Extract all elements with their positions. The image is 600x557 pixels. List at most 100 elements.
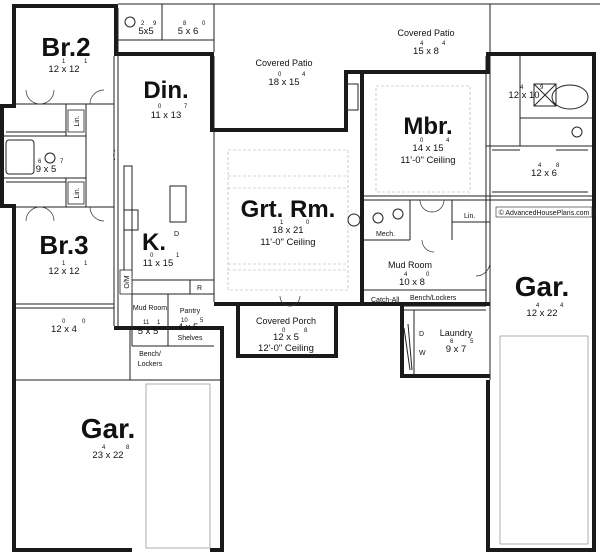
room-mud-room-right: Mud Room 10 x 8 4 0 [388,260,432,288]
toilet-master [571,126,583,138]
room-garage-right: Gar. 12 x 22 4 4 [515,271,569,319]
room-master-bath-dim: 12 x 10 [508,90,539,101]
room-covered-patio-right: Covered Patio 15 x 8 4 4 [397,28,454,57]
room-din-sup-a: 0 [158,104,162,110]
room-br2: Br.2 12 x 12 1 1 [41,32,90,75]
room-covered-patio-right-sup-a: 4 [420,41,424,47]
room-great-room: Grt. Rm. 18 x 21 1 0 11'-0" Ceiling [241,196,336,248]
room-covered-porch: Covered Porch 12 x 5 0 8 12'-0" Ceiling [256,316,316,354]
room-bath-mid-sup-a: 6 [38,159,42,165]
room-mud-room-right-sup-b: 0 [426,272,430,278]
room-br2-sup-b: 1 [84,59,88,65]
room-br2-name: Br.2 [41,32,90,62]
label-lin-1: Lin. [74,115,81,126]
room-mud-room-right-name: Mud Room [388,260,432,270]
room-covered-patio-right-sup-b: 4 [442,41,446,47]
closet-hatch [6,131,588,193]
room-br3-name: Br.3 [39,230,88,260]
room-covered-porch-ceiling: 12'-0" Ceiling [258,343,314,354]
room-mud-room-right-dim: 10 x 8 [399,277,425,288]
room-great-room-name: Grt. Rm. [241,196,336,223]
fireplace [345,83,359,111]
room-closet-top-sup-b: 0 [202,21,206,27]
room-covered-patio-left-name: Covered Patio [255,58,312,68]
room-br3-sup-b: 1 [84,261,88,267]
room-bath-top-sup-b: 9 [153,21,157,27]
label-dryer: D [419,331,424,338]
toilet-top [124,16,136,28]
room-mud-room-left-sup-b: 1 [157,320,161,326]
room-storage-left: 12 x 4 0 0 [51,319,86,335]
tag-labels: Lin. Lin. Lin. Mech. O/M R D D W Bench/ … [67,109,593,368]
room-kitchen: K. 11 x 15 0 1 [142,229,180,269]
room-storage-left-dim: 12 x 4 [51,324,77,335]
room-garage-right-sup-a: 4 [536,303,540,309]
room-covered-patio-right-name: Covered Patio [397,28,454,38]
kitchen-counter [123,165,133,277]
room-br3-dim: 12 x 12 [48,266,79,277]
room-mud-room-right-sup-a: 4 [404,272,408,278]
room-bath-top: 5x5 2 9 [138,21,157,37]
copyright-text: © AdvancedHousePlans.com [499,209,590,217]
room-mud-room-left-name: Mud Room [133,305,167,312]
utility-sink [372,212,384,224]
room-bath-top-dim: 5x5 [138,26,153,37]
room-master-bath-sup-b: 9 [540,85,544,91]
label-mech: Mech. [376,231,395,238]
water-heater [392,208,404,220]
room-great-room-dim: 18 x 21 [272,225,303,236]
room-master-bath: 12 x 10 4 9 [508,85,544,101]
bathtub-left [5,139,35,175]
room-closet-top-sup-a: 8 [183,21,187,27]
label-lin-2: Lin. [74,187,81,198]
room-mbr-dim: 14 x 15 [412,143,443,154]
room-great-room-sup-a: 1 [280,220,284,226]
room-pantry-sup-a: 10 [181,318,188,324]
room-din-sup-b: 7 [184,104,188,110]
room-garage-right-name: Gar. [515,271,569,302]
label-om: O/M [124,275,131,288]
room-covered-porch-sup-b: 8 [304,328,308,334]
room-bath-mid-dim: 9 x 5 [36,164,57,175]
room-bath-mid-sup-b: 7 [60,159,64,165]
room-br2-dim: 12 x 12 [48,64,79,75]
room-br3: Br.3 12 x 12 1 1 [39,230,88,277]
room-mbr-sup-a: 0 [420,138,424,144]
exterior-walls [0,4,596,552]
room-covered-patio-left: Covered Patio 18 x 15 0 4 [255,58,312,88]
room-master-bath-sup-a: 4 [520,85,524,91]
room-mud-room-left-dim: 5 x 5 [138,326,159,337]
doors [25,89,491,307]
label-washer: W [419,350,426,357]
room-walk-in-closet: 12 x 6 4 8 [531,163,560,179]
room-mud-room-left: Mud Room 5 x 5 11 1 [133,305,167,337]
room-garage-right-sup-b: 4 [560,303,564,309]
room-wic-sup-b: 8 [556,163,560,169]
room-garage-right-dim: 12 x 22 [526,308,557,319]
room-storage-left-sup-a: 0 [62,319,66,325]
room-garage-left-name: Gar. [81,413,135,444]
room-great-room-sup-b: 0 [306,220,310,226]
label-catch-all: Catch-All [371,297,400,304]
room-garage-left-dim: 23 x 22 [92,450,123,461]
room-mbr-ceiling: 11'-0" Ceiling [400,155,455,166]
room-kitchen-sup-b: 1 [176,253,180,259]
room-din: Din. 11 x 13 0 7 [143,77,188,121]
room-laundry: Laundry 9 x 7 6 5 [440,328,474,355]
interior-walls [4,3,600,549]
fixtures [5,16,589,371]
room-laundry-sup-b: 5 [470,339,474,345]
room-din-name: Din. [143,77,188,104]
kitchen-island [169,185,187,223]
room-covered-patio-right-dim: 15 x 8 [413,46,439,57]
room-garage-left: Gar. 23 x 22 4 8 [81,413,135,461]
room-great-room-ceiling: 11'-0" Ceiling [260,237,315,248]
room-garage-left-sup-b: 8 [126,445,130,451]
room-br3-sup-a: 1 [62,261,66,267]
bathtub-master [551,84,589,110]
room-bath-top-sup-a: 2 [141,21,145,27]
label-bench-left-2: Lockers [138,361,163,368]
label-bench-lockers-right: Bench/Lockers [410,295,457,302]
room-covered-patio-left-sup-b: 4 [302,72,306,78]
